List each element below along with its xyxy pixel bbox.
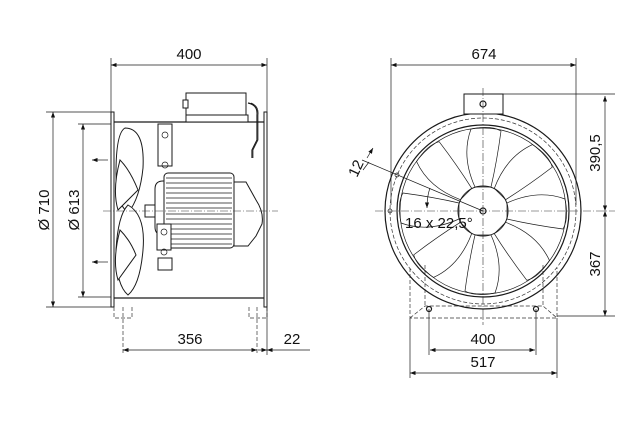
impeller-blades — [399, 127, 567, 295]
impeller-blade — [493, 144, 553, 201]
hole-pattern-label: 16 x 22,5° — [405, 215, 473, 232]
hole-size-label: 12 — [345, 157, 367, 179]
height-top-label: 390,5 — [587, 134, 604, 172]
outer-diameter-label: Ø 710 — [36, 190, 53, 231]
height-bottom-label: 367 — [587, 251, 604, 276]
impeller-blade — [493, 221, 550, 281]
inner-diameter-label: Ø 613 — [66, 190, 83, 231]
terminal-box-front — [463, 93, 504, 115]
side-view: 400 Ø 710 Ø 613 — [36, 46, 310, 355]
width-label: 674 — [471, 46, 496, 63]
impeller-blade — [464, 234, 500, 295]
impeller-blade — [506, 194, 567, 230]
front-view: 674 16 x 22,5° — [345, 46, 615, 378]
impeller-blade — [466, 127, 502, 188]
flange-offset-label: 22 — [284, 331, 301, 348]
length-label: 400 — [176, 46, 201, 63]
terminal-box — [182, 92, 259, 158]
foot-spacing-label: 356 — [177, 331, 202, 348]
impeller-blade — [399, 192, 460, 228]
impeller-blade — [413, 221, 473, 278]
base-width-label: 517 — [470, 354, 495, 371]
impeller-blade — [416, 141, 473, 201]
motor — [144, 123, 263, 271]
mounting-base — [409, 265, 558, 319]
impeller-side — [114, 127, 144, 296]
bolt-spacing-label: 400 — [470, 331, 495, 348]
